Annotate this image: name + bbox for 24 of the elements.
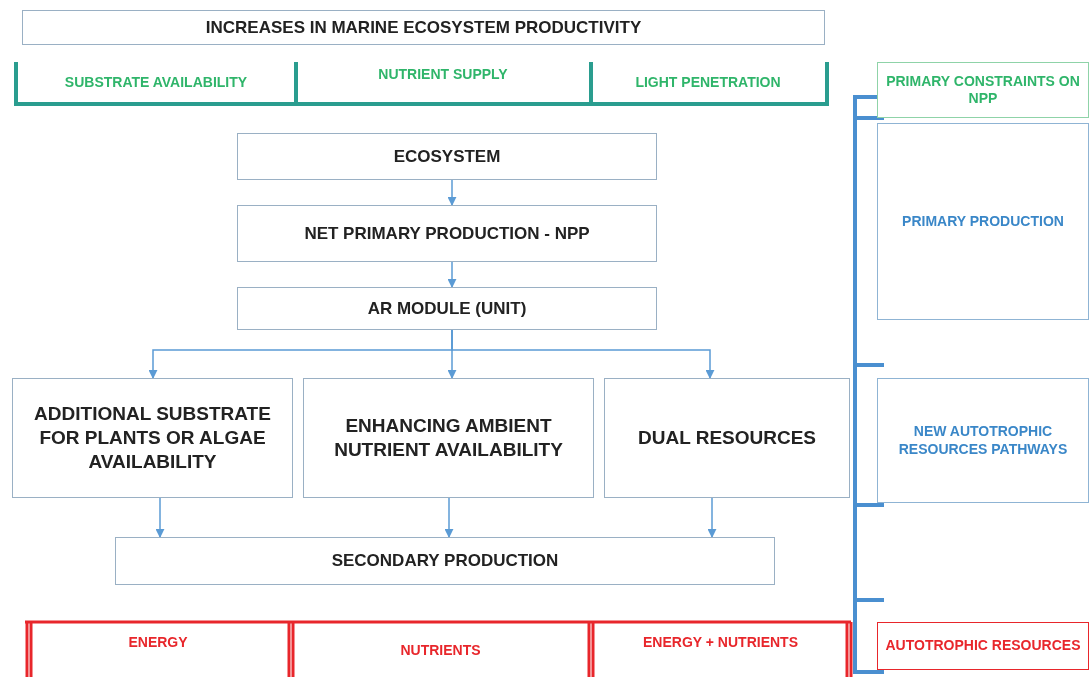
bracket-cell-label: NUTRIENT SUPPLY	[298, 60, 588, 90]
category-box: AUTOTROPHIC RESOURCES	[877, 622, 1089, 670]
bracket-cell-label: LIGHT PENETRATION	[593, 64, 823, 102]
arrow	[451, 329, 715, 379]
bracket-cell-label: SUBSTRATE AVAILABILITY	[18, 64, 294, 102]
category-box: NEW AUTOTROPHIC RESOURCES PATHWAYS	[877, 378, 1089, 503]
arrow	[447, 261, 457, 288]
bracket-cell-label: NUTRIENTS	[293, 640, 588, 670]
arrow	[155, 497, 165, 538]
process-box: AR MODULE (UNIT)	[237, 287, 657, 330]
arrow	[447, 179, 457, 206]
arrow	[707, 497, 717, 538]
bracket-cell-label: ENERGY	[28, 632, 288, 662]
process-box: NET PRIMARY PRODUCTION - NPP	[237, 205, 657, 262]
category-box: PRIMARY PRODUCTION	[877, 123, 1089, 320]
process-box: DUAL RESOURCES	[604, 378, 850, 498]
process-box: INCREASES IN MARINE ECOSYSTEM PRODUCTIVITY	[22, 10, 825, 45]
arrow	[444, 497, 454, 538]
process-box: SECONDARY PRODUCTION	[115, 537, 775, 585]
category-box: PRIMARY CONSTRAINTS ON NPP	[877, 62, 1089, 118]
bracket-cell-label: ENERGY + NUTRIENTS	[593, 632, 848, 662]
process-box: ENHANCING AMBIENT NUTRIENT AVAILABILITY	[303, 378, 594, 498]
process-box: ECOSYSTEM	[237, 133, 657, 180]
process-box: ADDITIONAL SUBSTRATE FOR PLANTS OR ALGAE AVAILABILITY	[12, 378, 293, 498]
